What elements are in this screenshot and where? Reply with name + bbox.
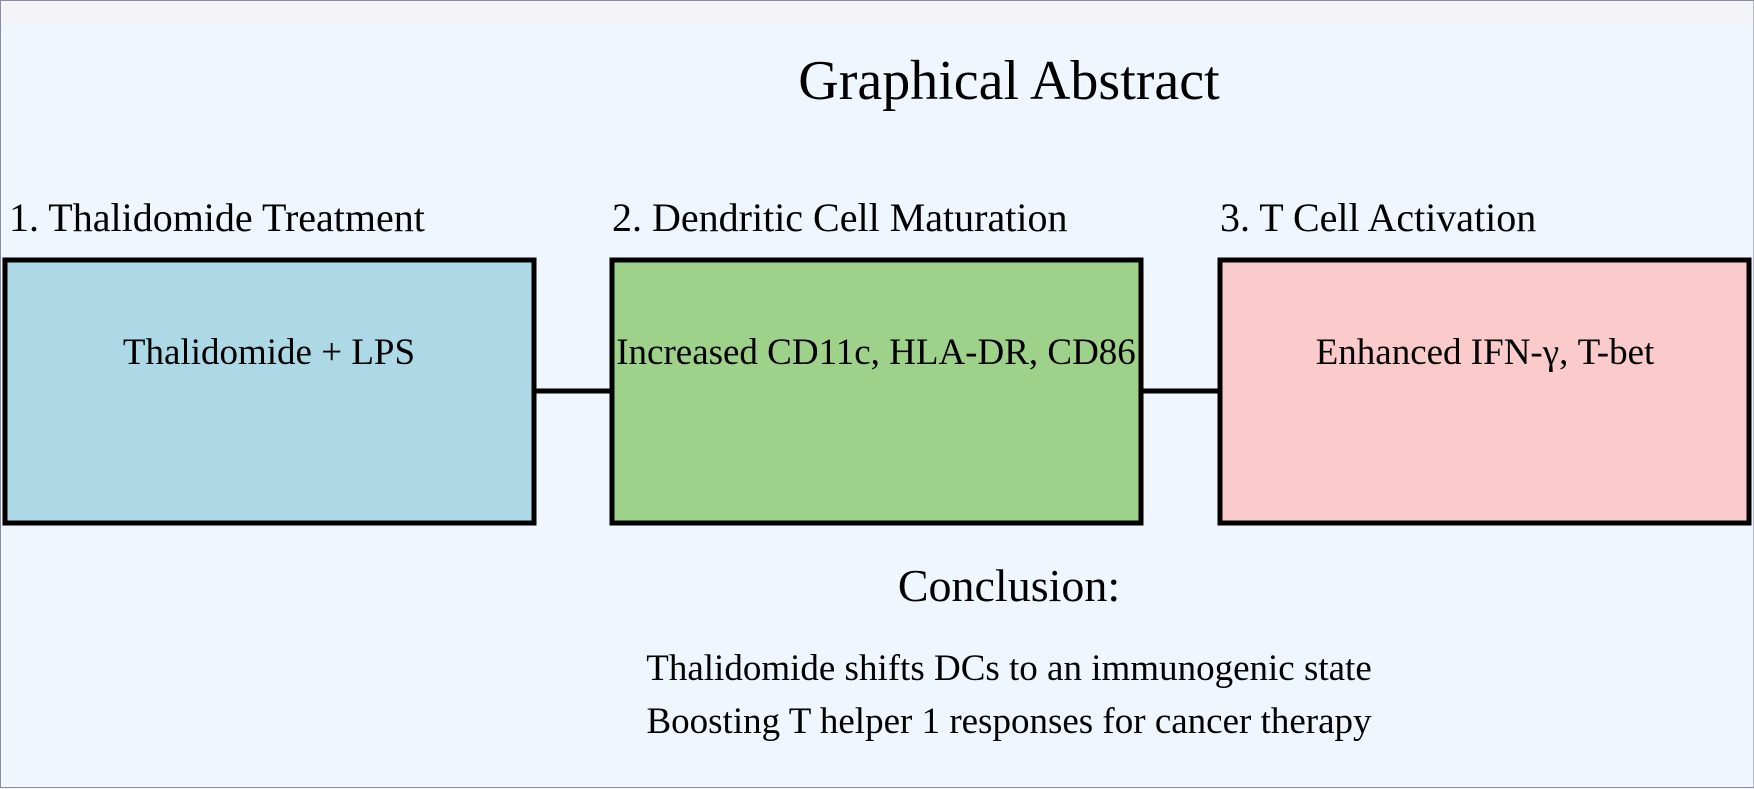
step-2-box-text: Increased CD11c, HLA-DR, CD86: [616, 332, 1136, 373]
step-1-box-text: Thalidomide + LPS: [123, 332, 415, 373]
diagram-title: Graphical Abstract: [798, 50, 1220, 112]
step-2-box: [609, 257, 1144, 526]
step-3: 3. T Cell Activation Enhanced IFN-γ, T-b…: [1217, 195, 1752, 526]
conclusion-heading: Conclusion:: [898, 560, 1120, 611]
step-1: 1. Thalidomide Treatment Thalidomide + L…: [2, 195, 537, 526]
step-3-box: [1217, 257, 1752, 526]
step-1-label: 1. Thalidomide Treatment: [9, 195, 425, 240]
conclusion-section: Conclusion: Thalidomide shifts DCs to an…: [646, 560, 1372, 742]
step-1-box: [2, 257, 537, 526]
step-2: 2. Dendritic Cell Maturation Increased C…: [609, 195, 1144, 526]
step-3-box-text: Enhanced IFN-γ, T-bet: [1316, 332, 1655, 373]
step-2-label: 2. Dendritic Cell Maturation: [612, 195, 1067, 240]
conclusion-line-2: Boosting T helper 1 responses for cancer…: [646, 701, 1372, 742]
conclusion-line-1: Thalidomide shifts DCs to an immunogenic…: [646, 648, 1372, 689]
step-3-label: 3. T Cell Activation: [1220, 195, 1536, 240]
